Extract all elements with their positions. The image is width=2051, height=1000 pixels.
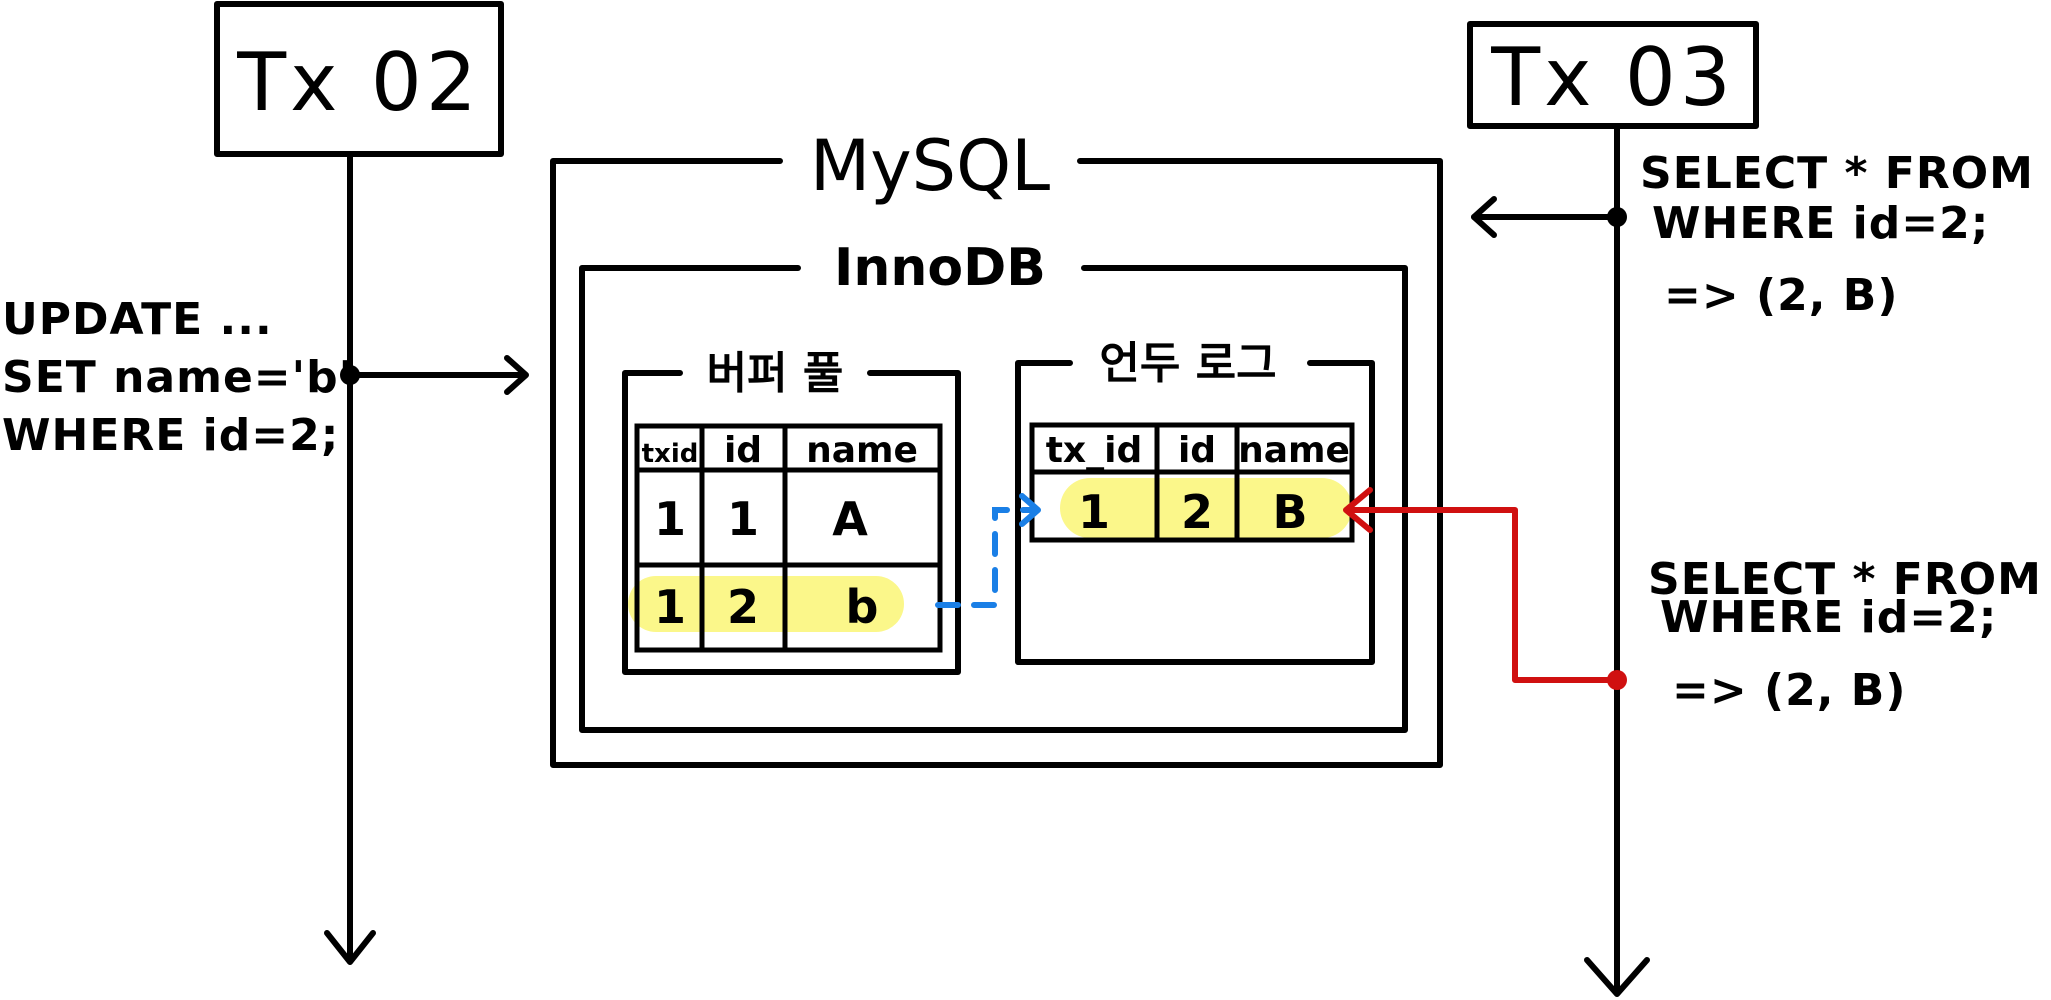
tx03-query1-line2: WHERE id=2; [1652, 198, 1989, 249]
buffer-pool-r2-name: b [846, 580, 879, 634]
tx02-query-line1: UPDATE ... [2, 294, 273, 345]
mysql-border [550, 158, 1443, 768]
mysql-label: MySQL [810, 125, 1050, 207]
tx02-lane: Tx 02 UPDATE ... SET name='b' WHERE id=2… [2, 1, 529, 965]
buffer-pool-header-id: id [724, 430, 762, 471]
copy-arrow-head [1019, 493, 1041, 527]
tx02-timeline-arrowhead [324, 930, 376, 965]
undo-log-row1-highlight [1060, 478, 1352, 538]
tx03-lane: Tx 03 SELECT * FROM ... WHERE id=2; => (… [1467, 21, 2051, 997]
undo-log: 언두 로그 tx_id id name 1 2 B [1015, 338, 1375, 665]
buffer-pool-r2-txid: 1 [654, 580, 686, 634]
tx03-select1-arrowhead [1471, 196, 1497, 238]
buffer-pool-r1-id: 1 [727, 492, 759, 546]
undo-log-r1-name: B [1272, 485, 1307, 539]
undo-log-r1-id: 2 [1181, 485, 1213, 539]
undo-log-table [1029, 422, 1355, 543]
tx03-query1-line1: SELECT * FROM ... [1640, 148, 2051, 199]
buffer-pool-table [634, 423, 943, 653]
undo-log-r1-txid: 1 [1078, 485, 1110, 539]
buffer-pool-r2-id: 2 [727, 580, 759, 634]
buffer-pool-row2-highlight [628, 576, 904, 632]
tx02-box [214, 1, 504, 157]
read-undo-arrow [1343, 487, 1617, 683]
tx03-timeline-arrowhead [1584, 957, 1650, 997]
undo-log-header-name: name [1238, 430, 1350, 471]
innodb-label: InnoDB [834, 238, 1046, 298]
tx03-query1-result: => (2, B) [1664, 270, 1898, 321]
tx02-query-line2: SET name='b' [2, 352, 353, 403]
tx03-box [1467, 21, 1759, 129]
tx02-query-line3: WHERE id=2; [2, 410, 339, 461]
buffer-pool: 버퍼 풀 txid id name 1 1 A 1 2 b [622, 348, 961, 675]
read-arrow-head [1343, 487, 1373, 533]
mysql-box: MySQL InnoDB 버퍼 풀 txid id name 1 1 A [550, 125, 1443, 768]
undo-log-header-id: id [1178, 430, 1216, 471]
buffer-pool-header-name: name [806, 430, 918, 471]
tx03-query2-line2: WHERE id=2; [1660, 592, 1997, 643]
read-arrow-path [1348, 507, 1617, 683]
tx03-label: Tx 03 [1490, 31, 1734, 124]
buffer-pool-r1-name: A [832, 492, 868, 546]
undo-log-label: 언두 로그 [1099, 338, 1276, 389]
tx03-query2-result: => (2, B) [1672, 665, 1906, 716]
copy-to-undo-arrow [935, 493, 1041, 608]
tx02-label: Tx 02 [236, 36, 480, 129]
innodb-box: InnoDB 버퍼 풀 txid id name 1 1 A 1 2 b [579, 238, 1408, 733]
tx02-update-arrowhead [504, 355, 529, 395]
undo-log-border [1015, 360, 1375, 665]
buffer-pool-header-txid: txid [642, 439, 699, 469]
tx03-query2-line1: SELECT * FROM ... [1648, 554, 2051, 605]
undo-log-header-txid: tx_id [1046, 430, 1143, 471]
buffer-pool-border [622, 370, 961, 675]
buffer-pool-label: 버퍼 풀 [707, 348, 844, 399]
buffer-pool-r1-txid: 1 [654, 492, 686, 546]
innodb-border [579, 265, 1408, 733]
